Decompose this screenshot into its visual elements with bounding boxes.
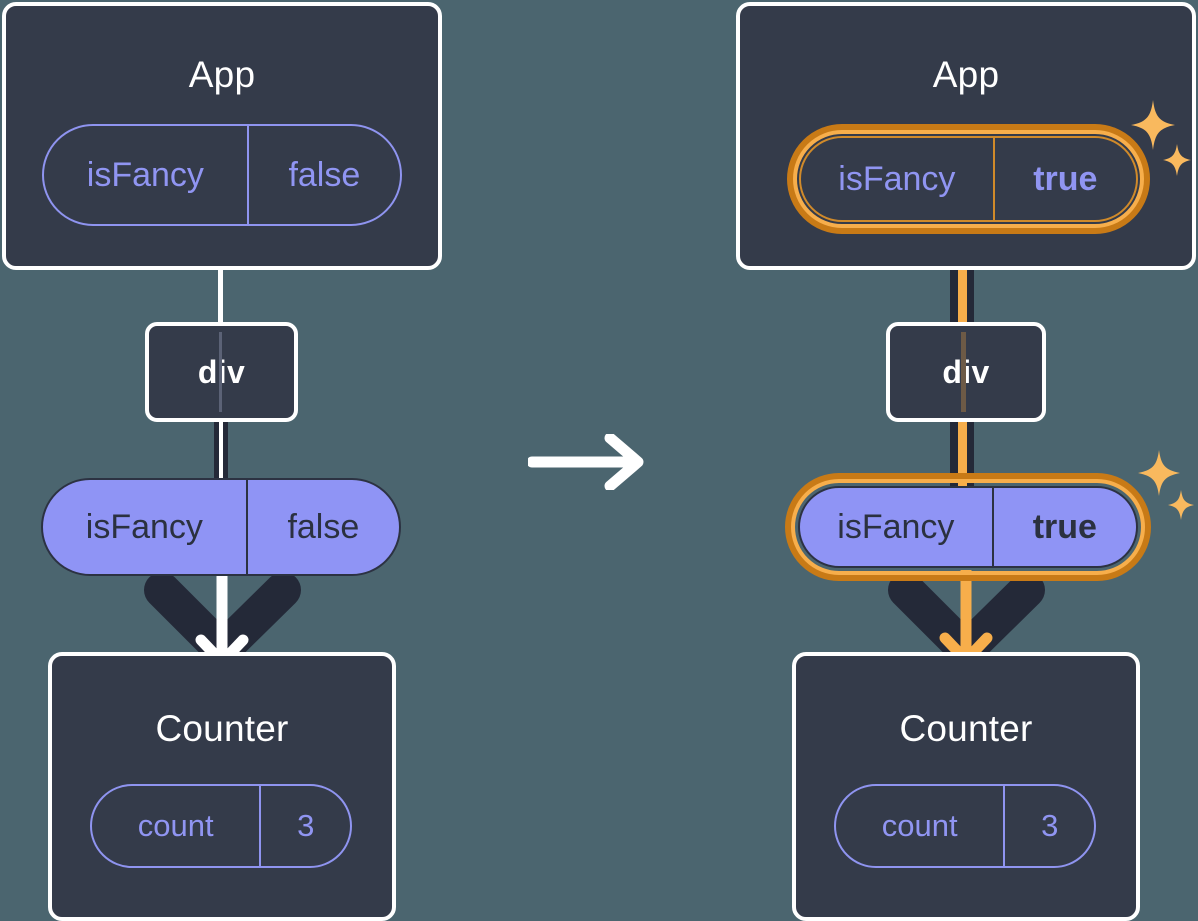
prop-highlight-ring-right	[785, 473, 1151, 581]
counter-state-pill-left: count 3	[90, 784, 352, 868]
app-state-pill-left: isFancy false	[42, 124, 402, 226]
counter-title-left: Counter	[155, 708, 289, 749]
prop-value-right: true	[1032, 507, 1097, 546]
app-title-right: App	[932, 54, 1000, 95]
sparkles-icon-bottom-right	[1138, 450, 1194, 520]
app-state-value-right: true	[1033, 159, 1098, 198]
app-state-key-right: isFancy	[801, 138, 995, 220]
transition-arrow-right-icon	[528, 434, 644, 490]
connector-app-to-div-core-right	[958, 228, 967, 328]
counter-state-key-left: count	[92, 786, 262, 866]
connector-app-to-div-left	[218, 262, 223, 328]
sparkles-icon-top-right	[1131, 100, 1191, 176]
div-tag-box-right: div	[886, 322, 1046, 422]
div-passthrough-line-right	[961, 332, 966, 412]
counter-state-value-right: 3	[1041, 808, 1059, 843]
counter-state-pill-right: count 3	[834, 784, 1096, 868]
prop-pill-left: isFancy false	[41, 478, 401, 576]
app-state-highlight-ring-right	[787, 124, 1150, 234]
prop-key-left: isFancy	[43, 480, 248, 574]
app-title-left: App	[188, 54, 256, 95]
prop-value-left: false	[287, 507, 360, 546]
app-state-key-left: isFancy	[44, 126, 249, 224]
connector-div-to-prop-core-right	[958, 418, 967, 488]
connector-div-to-prop-inner-left	[219, 418, 223, 484]
div-passthrough-line-left	[219, 332, 222, 412]
prop-key-right: isFancy	[800, 488, 994, 566]
app-state-value-left: false	[288, 155, 361, 194]
counter-state-key-right: count	[836, 786, 1006, 866]
counter-title-right: Counter	[899, 708, 1033, 749]
counter-state-value-left: 3	[297, 808, 315, 843]
prop-pill-right: isFancy true	[798, 486, 1138, 568]
app-state-pill-right: isFancy true	[799, 136, 1138, 222]
